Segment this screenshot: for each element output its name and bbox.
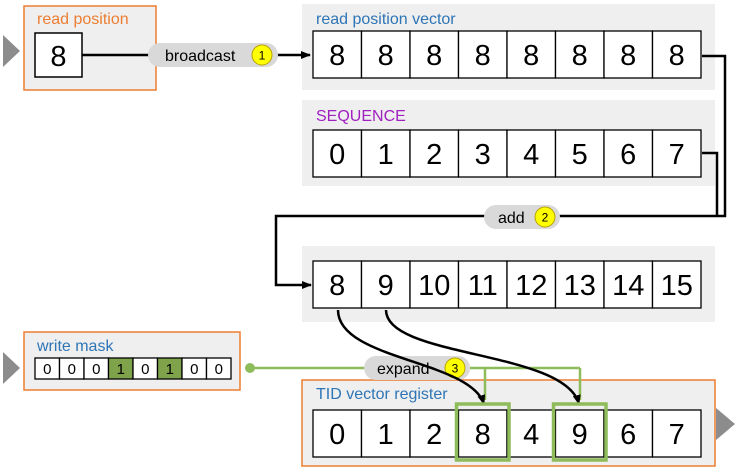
seq-cell-6 xyxy=(603,129,654,178)
rpv-cell-5 xyxy=(554,30,605,79)
tid-cell-7 xyxy=(651,409,702,458)
tid-value-7: 7 xyxy=(669,419,685,451)
rpv-cell-7 xyxy=(651,30,702,79)
sum-cell-6 xyxy=(603,260,654,309)
rpv-value-5: 8 xyxy=(572,40,588,72)
seq-value-2: 2 xyxy=(426,139,442,171)
tid-highlight-group xyxy=(454,402,608,462)
seq-value-4: 4 xyxy=(523,139,539,171)
tid-cell-0 xyxy=(312,409,363,458)
sum-cell-7 xyxy=(651,260,702,309)
mask-value-6: 0 xyxy=(190,361,198,378)
rpv-cell-2 xyxy=(409,30,460,79)
rpv-value-7: 8 xyxy=(669,40,685,72)
output-arrow-tid-register xyxy=(716,408,735,440)
tid-highlight-5 xyxy=(551,402,608,462)
seq-cell-1 xyxy=(360,129,411,178)
sequence-title: SEQUENCE xyxy=(316,108,406,125)
sum-value-0: 8 xyxy=(329,270,345,302)
mask-value-3: 1 xyxy=(117,361,125,378)
seq-cell-0 xyxy=(312,129,363,178)
read-position-title: read position xyxy=(37,11,129,28)
mask-value-2: 0 xyxy=(92,361,100,378)
sum-value-7: 15 xyxy=(661,270,693,302)
step-1-number: 1 xyxy=(259,49,266,63)
mask-value-0: 0 xyxy=(43,361,51,378)
tid-cell-6 xyxy=(603,409,654,458)
mask-value-4: 0 xyxy=(141,361,149,378)
seq-value-6: 6 xyxy=(620,139,636,171)
input-arrow-write-mask xyxy=(3,352,20,384)
expand-label: expand xyxy=(377,361,430,378)
input-arrow-read-position xyxy=(3,35,20,67)
seq-cell-3 xyxy=(457,129,508,178)
move-arrow-9 xyxy=(384,309,581,405)
seq-value-0: 0 xyxy=(329,139,345,171)
rpv-cell-0 xyxy=(312,30,363,79)
rpv-value-3: 8 xyxy=(475,40,491,72)
mask-value-5: 1 xyxy=(166,361,174,378)
tid-highlight-3 xyxy=(454,402,511,462)
sum-value-4: 12 xyxy=(515,270,547,302)
tid-value-5: 9 xyxy=(572,419,588,451)
sum-value-1: 9 xyxy=(378,270,394,302)
move-arrow-8 xyxy=(336,309,486,405)
sum-value-2: 10 xyxy=(418,270,450,302)
write-mask-title: write mask xyxy=(36,338,114,355)
sum-cell-3 xyxy=(457,260,508,309)
sum-cell-4 xyxy=(506,260,557,309)
tid-register-title: TID vector register xyxy=(316,386,448,403)
tid-value-3: 8 xyxy=(475,419,491,451)
seq-cell-7 xyxy=(651,129,702,178)
rpv-cell-3 xyxy=(457,30,508,79)
tid-cell-5 xyxy=(554,409,605,458)
seq-value-7: 7 xyxy=(669,139,685,171)
mask-cell-7 xyxy=(205,357,232,380)
rpv-value-4: 8 xyxy=(523,40,539,72)
tid-value-6: 6 xyxy=(620,419,636,451)
sum-value-3: 11 xyxy=(468,270,498,302)
sequence-to-add-line xyxy=(702,151,719,216)
rpv-value-6: 8 xyxy=(620,40,636,72)
step-1-badge xyxy=(251,44,273,66)
sum-cell-5 xyxy=(554,260,605,309)
read-position-value: 8 xyxy=(50,41,66,73)
mask-value-7: 0 xyxy=(215,361,223,378)
broadcast-pill xyxy=(148,43,278,67)
step-2-number: 2 xyxy=(542,211,549,225)
read-position-vector-title: read position vector xyxy=(316,11,456,28)
sum-value-5: 13 xyxy=(564,270,596,302)
broadcast-label: broadcast xyxy=(165,48,236,65)
tid-value-1: 1 xyxy=(378,419,394,451)
seq-value-1: 1 xyxy=(378,139,394,171)
mask-value-1: 0 xyxy=(68,361,76,378)
rpv-value-0: 8 xyxy=(329,40,345,72)
rpv-cell-6 xyxy=(603,30,654,79)
step-2-badge xyxy=(534,206,556,228)
tid-value-0: 0 xyxy=(329,419,345,451)
tid-value-4: 4 xyxy=(523,419,539,451)
rpv-value-1: 8 xyxy=(378,40,394,72)
seq-value-3: 3 xyxy=(475,139,491,171)
tid-cell-4 xyxy=(506,409,557,458)
sum-value-6: 14 xyxy=(612,270,644,302)
tid-cell-2 xyxy=(409,409,460,458)
sum-row: 8 9 10 11 12 13 14 15 xyxy=(312,260,702,309)
sum-cell-2 xyxy=(409,260,460,309)
rpv-cell-1 xyxy=(360,30,411,79)
seq-cell-2 xyxy=(409,129,460,178)
add-label: add xyxy=(498,210,525,227)
seq-value-5: 5 xyxy=(572,139,588,171)
rpv-value-2: 8 xyxy=(426,40,442,72)
step-3-number: 3 xyxy=(452,362,459,376)
read-position-cell xyxy=(34,32,83,78)
tid-cell-1 xyxy=(360,409,411,458)
tid-value-2: 2 xyxy=(426,419,442,451)
